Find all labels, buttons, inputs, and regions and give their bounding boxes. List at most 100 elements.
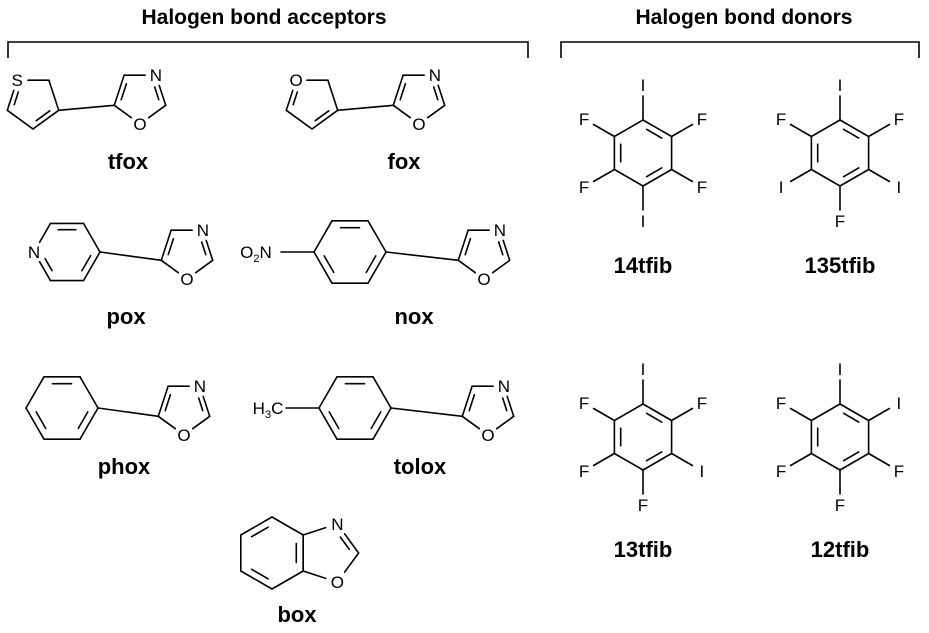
t135-ring-bond xyxy=(839,119,870,138)
compound-label-pox: pox xyxy=(106,304,146,329)
compound-label-nox: nox xyxy=(394,304,434,329)
t12-fluorine-atom: F xyxy=(894,462,904,481)
fox-oxazole-bond xyxy=(392,74,404,107)
fox-ring-bond xyxy=(327,79,339,112)
fox-oxazole-bond xyxy=(392,104,412,119)
t135-ring-double-bond xyxy=(842,128,860,139)
tfox-ring-bond xyxy=(6,109,34,130)
pox-oxazole-bond xyxy=(194,259,214,274)
t12-substituent-bond xyxy=(789,407,813,422)
box-oxazole-bond xyxy=(302,526,327,536)
pox-ring-bond xyxy=(38,260,52,282)
pox-oxazole-bond xyxy=(160,259,180,274)
phox-ring-bond xyxy=(79,407,99,441)
pox-ring-bond xyxy=(82,251,101,282)
t13-substituent-bond xyxy=(592,407,616,422)
t12-ring-bond xyxy=(839,452,870,471)
tfox-sulfur-atom: S xyxy=(11,71,22,90)
nitro-group-label: O2N xyxy=(240,243,272,265)
tfox-oxazole-double-bond xyxy=(120,82,128,101)
phox-oxazole-double-bond xyxy=(197,397,204,412)
t14-ring-double-bond xyxy=(645,167,663,178)
tfox-ring-double-bond xyxy=(35,110,51,122)
box-benzene-bond xyxy=(271,516,305,536)
tfox-oxazole-bond xyxy=(113,74,125,107)
t14-substituent-bond xyxy=(592,123,616,138)
phox-oxazole-double-bond xyxy=(164,393,172,412)
phox-oxazole-bond xyxy=(157,385,169,418)
compound-label-box: box xyxy=(277,602,317,627)
tfox-oxygen-atom: O xyxy=(133,115,146,134)
fox-ring-double-bond xyxy=(314,110,330,122)
phox-oxazole-bond xyxy=(157,415,177,430)
phox-ring-double-bond xyxy=(35,411,47,430)
tfox-ring-bond xyxy=(48,79,60,112)
pox-nitrogen-atom: N xyxy=(28,243,40,262)
nox-ring-bond xyxy=(313,251,333,285)
tfox-oxazole-bond xyxy=(158,84,167,107)
compound-label-t14: 14tfib xyxy=(614,253,673,278)
t14-iodine-atom: I xyxy=(641,76,646,95)
box-benzene-bond xyxy=(240,570,273,590)
t12-substituent-bond xyxy=(789,452,813,467)
pox-ring-double-bond xyxy=(81,254,92,272)
phox-ring-bond xyxy=(79,375,99,409)
t13-ring-double-bond xyxy=(645,412,663,423)
t14-fluorine-atom: F xyxy=(579,110,589,129)
box-benzene-bond xyxy=(240,516,273,536)
tolox-ring-bond xyxy=(318,407,338,441)
fox-oxygen-atom: O xyxy=(412,115,425,134)
t13-ring-double-bond xyxy=(645,451,663,462)
fox-oxazole-bond xyxy=(437,84,446,107)
tolox-oxazole-bond xyxy=(506,395,515,418)
acceptors-bracket xyxy=(7,41,529,58)
pox-ring-bond xyxy=(82,222,101,253)
nox-oxygen-atom: O xyxy=(477,270,490,289)
box-oxazole-bond xyxy=(343,552,360,574)
tfox-linker-bond xyxy=(57,104,116,112)
t12-ring-double-bond xyxy=(842,451,860,462)
t12-ring-bond xyxy=(839,403,870,422)
nox-ring-double-bond xyxy=(365,255,377,274)
phox-oxazole-bond xyxy=(202,395,211,418)
phox-oxygen-atom: O xyxy=(177,426,190,445)
tolox-oxygen-atom: O xyxy=(481,426,494,445)
donors-bracket xyxy=(560,41,920,58)
t14-ring-bond xyxy=(613,168,644,187)
nox-oxazole-bond xyxy=(491,259,511,274)
pox-ring-bond xyxy=(38,222,52,244)
bond-lines xyxy=(6,74,891,590)
tolox-nitrogen-atom: N xyxy=(498,377,510,396)
t12-fluorine-atom: F xyxy=(776,462,786,481)
fox-ring-double-bond xyxy=(292,91,299,106)
tolox-ring-double-bond xyxy=(370,411,382,430)
methyl-group-label: H3C xyxy=(253,399,284,421)
phox-ring-bond xyxy=(25,407,45,441)
compound-label-tfox: tfox xyxy=(108,149,149,174)
t13-fluorine-atom: F xyxy=(579,394,589,413)
compound-label-phox: phox xyxy=(98,454,151,479)
t14-fluorine-atom: F xyxy=(697,110,707,129)
phox-ring-double-bond xyxy=(77,411,89,430)
tfox-nitrogen-atom: N xyxy=(150,66,162,85)
t135-substituent-bond xyxy=(789,168,813,183)
box-oxazole-bond xyxy=(302,570,327,580)
fox-ring-bond xyxy=(285,109,313,130)
tfox-oxazole-double-bond xyxy=(153,86,160,101)
tolox-ring-bond xyxy=(372,375,392,409)
tfox-oxazole-bond xyxy=(113,104,133,119)
pox-linker-bond xyxy=(99,251,163,262)
pox-oxazole-double-bond xyxy=(167,237,175,256)
phox-ring-bond xyxy=(25,375,45,409)
pox-oxazole-bond xyxy=(160,229,172,262)
compound-label-t135: 135tfib xyxy=(805,253,876,278)
t135-substituent-bond xyxy=(867,168,891,183)
t14-ring-bond xyxy=(642,119,673,138)
t13-fluorine-atom: F xyxy=(697,394,707,413)
box-benzene-double-bond xyxy=(250,526,269,538)
nox-linker-bond xyxy=(385,251,460,262)
donors-header: Halogen bond donors xyxy=(636,6,853,29)
fox-oxazole-bond xyxy=(426,104,446,119)
